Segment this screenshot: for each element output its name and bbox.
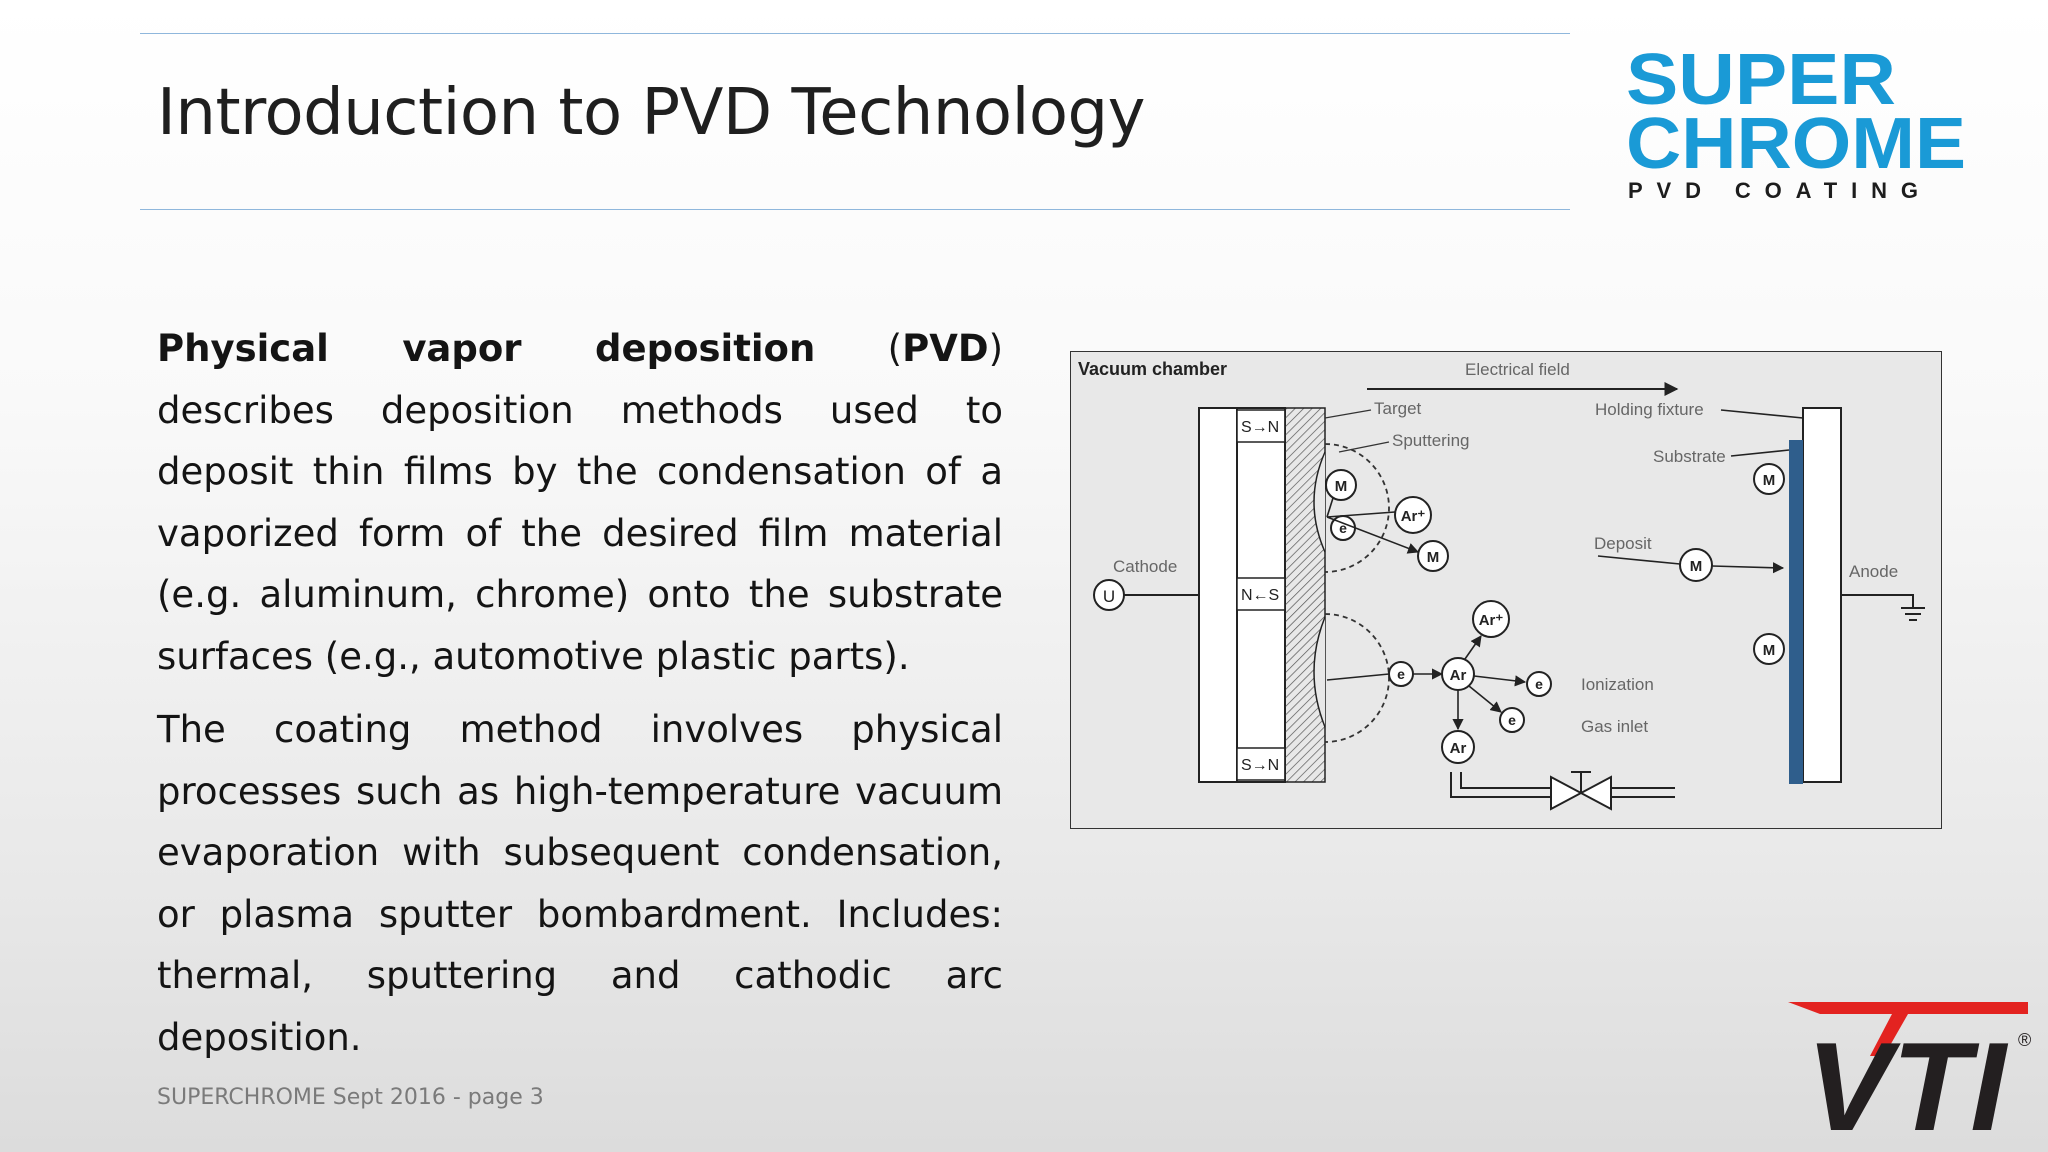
paragraph-coating-method: The coating method involves physical pro… xyxy=(157,708,1003,1059)
magnet-middle xyxy=(1236,577,1286,611)
sputtering-label: Sputtering xyxy=(1392,431,1470,450)
vti-logo: VTI ® xyxy=(1788,1002,2031,1134)
sputter-ray-2 xyxy=(1326,516,1420,554)
voltage-source-label: U xyxy=(1103,587,1115,606)
m-particle-5 xyxy=(1753,633,1785,665)
m-particle-3-label: M xyxy=(1763,472,1776,489)
ar-particle-1-label: Ar xyxy=(1450,667,1467,684)
m-particle-2 xyxy=(1417,540,1449,572)
magnet-top-label: S→N xyxy=(1241,419,1279,436)
magnet-bottom-label: S→N xyxy=(1241,757,1279,774)
target-block xyxy=(1284,407,1326,783)
deposit-leader xyxy=(1597,555,1681,565)
logo-line-chrome: CHROME xyxy=(1626,104,1966,184)
title-bottom-rule xyxy=(140,209,1570,210)
target-erosion-bottom xyxy=(1313,616,1326,728)
ar-plus-particle-2-label: Ar⁺ xyxy=(1479,612,1504,629)
vti-wordmark: VTI xyxy=(1806,1016,2009,1134)
e-particle-4-label: e xyxy=(1508,712,1516,728)
vacuum-chamber-label: Vacuum chamber xyxy=(1078,359,1227,379)
sputter-ray-3 xyxy=(1326,497,1334,518)
cathode-label: Cathode xyxy=(1113,557,1177,576)
substrate-label: Substrate xyxy=(1653,447,1726,466)
deposit-arrow xyxy=(1711,562,1785,574)
ion-line-1 xyxy=(1326,673,1390,681)
magnet-middle-label: N←S xyxy=(1241,587,1279,604)
sputter-ray-1 xyxy=(1326,511,1396,518)
logo-line-super: SUPER xyxy=(1626,42,1896,120)
substrate-leader xyxy=(1730,449,1790,457)
e-particle-4 xyxy=(1499,707,1525,733)
ion-line-5 xyxy=(1464,635,1482,660)
ar-plus-particle-1 xyxy=(1394,496,1432,534)
holding-fixture xyxy=(1802,407,1842,783)
slide-title: Introduction to PVD Technology xyxy=(157,76,1146,150)
ar-particle-2-label: Ar xyxy=(1450,740,1467,757)
term-physical-vapor-deposition: Physical vapor deposition xyxy=(157,327,816,370)
pvd-definition-rest: ) describes deposition methods used to d… xyxy=(157,327,1003,678)
cathode-plate xyxy=(1198,407,1238,783)
target-label: Target xyxy=(1374,399,1422,418)
ion-line-4 xyxy=(1468,685,1502,713)
e-particle-3-label: e xyxy=(1535,676,1543,692)
plasma-arc-top xyxy=(1324,443,1390,573)
gas-outlet-pipe xyxy=(1611,787,1675,798)
m-particle-5-label: M xyxy=(1763,642,1776,659)
ion-line-3 xyxy=(1473,675,1527,687)
paren-open: ( xyxy=(815,327,903,370)
m-particle-1 xyxy=(1325,469,1357,501)
m-particle-2-label: M xyxy=(1427,549,1440,566)
e-particle-1-label: e xyxy=(1339,520,1347,536)
m-particle-4-label: M xyxy=(1690,558,1703,575)
sputtering-leader xyxy=(1338,441,1390,453)
anode-label: Anode xyxy=(1849,562,1898,581)
deposit-label: Deposit xyxy=(1594,534,1652,553)
magnet-top xyxy=(1236,409,1286,443)
ar-particle-2 xyxy=(1441,730,1475,764)
electrical-field-label: Electrical field xyxy=(1465,360,1570,379)
m-particle-4 xyxy=(1679,548,1713,582)
target-leader xyxy=(1324,409,1372,419)
e-particle-3 xyxy=(1526,671,1552,697)
vti-red-swoosh xyxy=(1788,1002,2028,1056)
ionization-label: Ionization xyxy=(1581,675,1654,694)
anode-wire xyxy=(1841,594,1914,607)
title-top-rule xyxy=(140,33,1570,34)
term-pvd-abbr: PVD xyxy=(902,327,989,370)
paragraph-pvd-definition: Physical vapor deposition (PVD) describe… xyxy=(157,318,1003,687)
m-particle-1-label: M xyxy=(1335,478,1348,495)
holding-fixture-leader xyxy=(1720,409,1804,419)
substrate xyxy=(1789,440,1803,784)
magnet-bottom xyxy=(1236,747,1286,781)
ar-plus-particle-1-label: Ar⁺ xyxy=(1401,508,1426,525)
ar-plus-particle-2 xyxy=(1472,600,1510,638)
pvd-diagram: Vacuum chamber Electrical field S→N N←S … xyxy=(1070,351,1942,829)
m-particle-3 xyxy=(1753,463,1785,495)
vti-registered-mark: ® xyxy=(2018,1030,2031,1050)
slide-footer: SUPERCHROME Sept 2016 - page 3 xyxy=(157,1085,544,1110)
body-text: Physical vapor deposition (PVD) describe… xyxy=(157,318,1003,1080)
e-particle-2-label: e xyxy=(1397,666,1405,682)
gas-inlet-pipe xyxy=(1450,772,1551,798)
superchrome-logo: SUPER CHROME PVD COATING xyxy=(1626,42,1966,202)
gas-inlet-label: Gas inlet xyxy=(1581,717,1648,736)
holding-fixture-label: Holding fixture xyxy=(1595,400,1704,419)
plasma-arc-bottom xyxy=(1324,613,1390,743)
target-erosion-top xyxy=(1313,451,1326,553)
